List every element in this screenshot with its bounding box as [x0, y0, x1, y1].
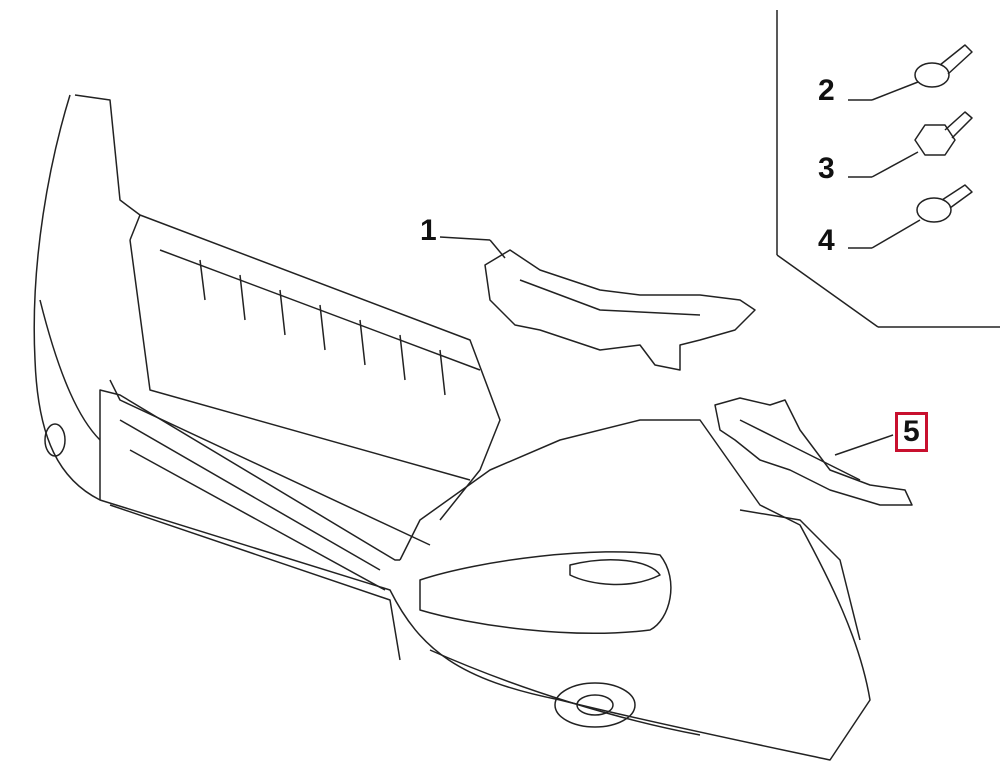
callout-4: 4 [818, 224, 835, 257]
screw-part-4 [848, 184, 973, 249]
callout-3: 3 [818, 152, 835, 185]
bracket-part-5 [714, 397, 913, 506]
callout-1: 1 [420, 214, 437, 247]
callout-2: 2 [818, 74, 835, 107]
screw-part-2 [848, 44, 973, 101]
front-bumper [33, 94, 871, 761]
fastener-inset-frame [776, 10, 1000, 328]
screw-part-3 [848, 111, 973, 178]
callout-5-highlighted: 5 [895, 412, 928, 452]
bracket-part-1 [439, 236, 756, 371]
bumper-carrier [74, 94, 501, 546]
